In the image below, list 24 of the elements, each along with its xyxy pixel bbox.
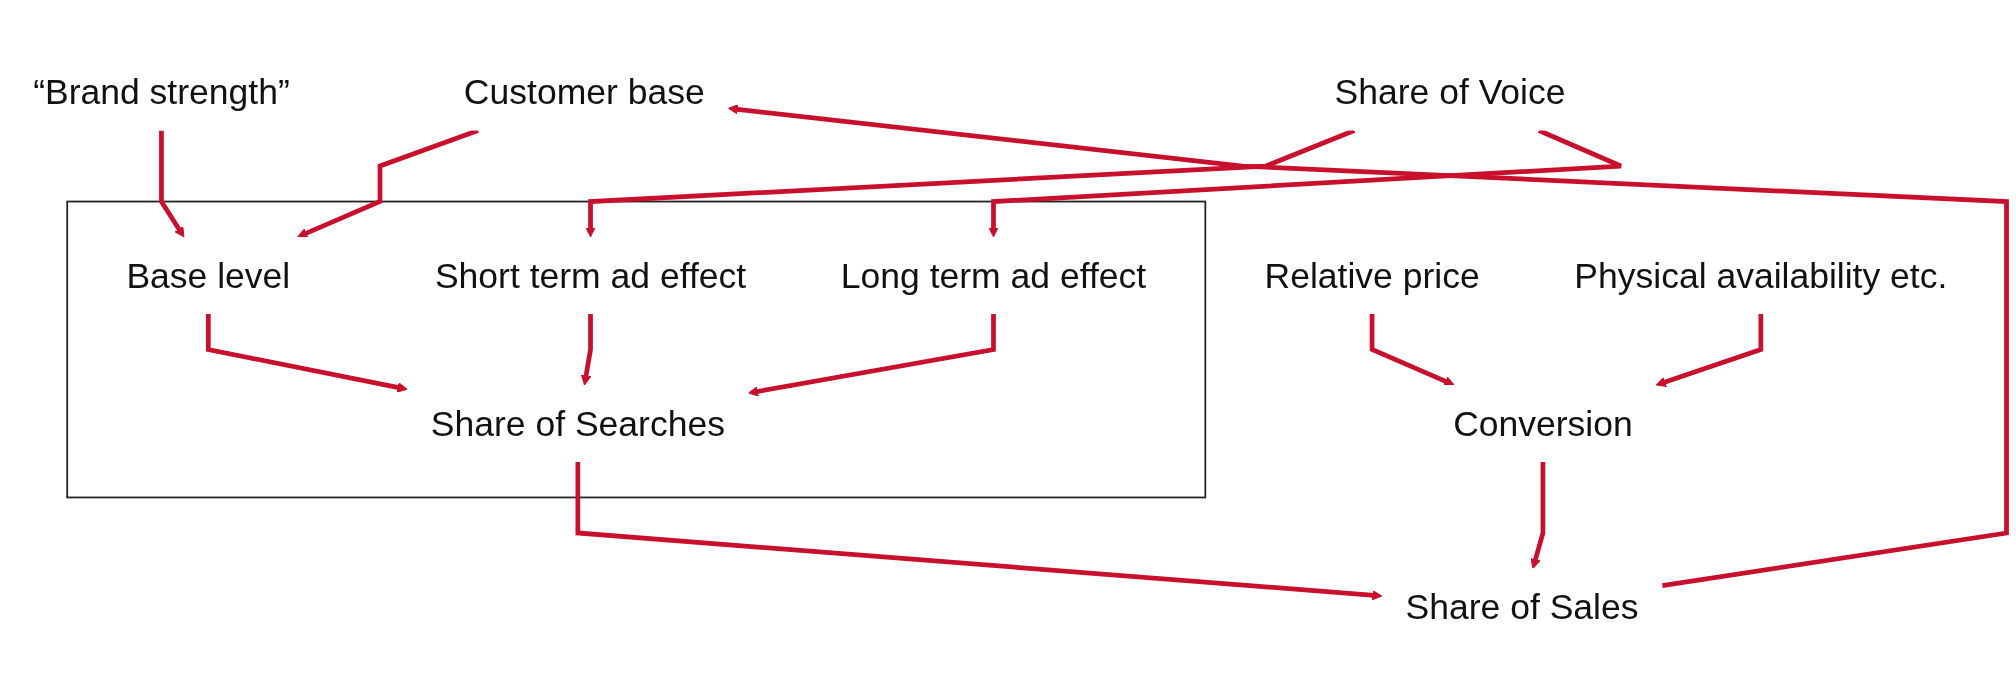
arrow xyxy=(205,314,408,393)
arrow xyxy=(297,128,479,239)
node-text: Share of Searches xyxy=(430,403,725,444)
node-text: Share of Voice xyxy=(1334,72,1566,112)
arrow xyxy=(1530,461,1546,569)
node-text: Customer base xyxy=(463,72,705,112)
node-text: Relative price xyxy=(1264,255,1480,296)
arrow xyxy=(585,128,1356,238)
arrow xyxy=(1369,314,1455,387)
node-text: Base level xyxy=(126,255,291,296)
node-text: Share of Sales xyxy=(1405,587,1639,627)
arrow xyxy=(159,130,185,238)
node-text: Conversion xyxy=(1453,403,1633,444)
arrow xyxy=(727,104,2009,588)
arrow xyxy=(988,128,1624,238)
arrow xyxy=(1655,314,1764,387)
arrow xyxy=(580,314,593,386)
node-text: “Brand strength” xyxy=(33,72,290,112)
node-text: Short term ad effect xyxy=(434,255,747,296)
cluster xyxy=(66,200,1207,499)
node-text: Long term ad effect xyxy=(840,255,1147,296)
arrow xyxy=(575,461,1383,601)
arrow xyxy=(748,314,996,397)
node-text: Physical availability etc. xyxy=(1574,255,1948,296)
